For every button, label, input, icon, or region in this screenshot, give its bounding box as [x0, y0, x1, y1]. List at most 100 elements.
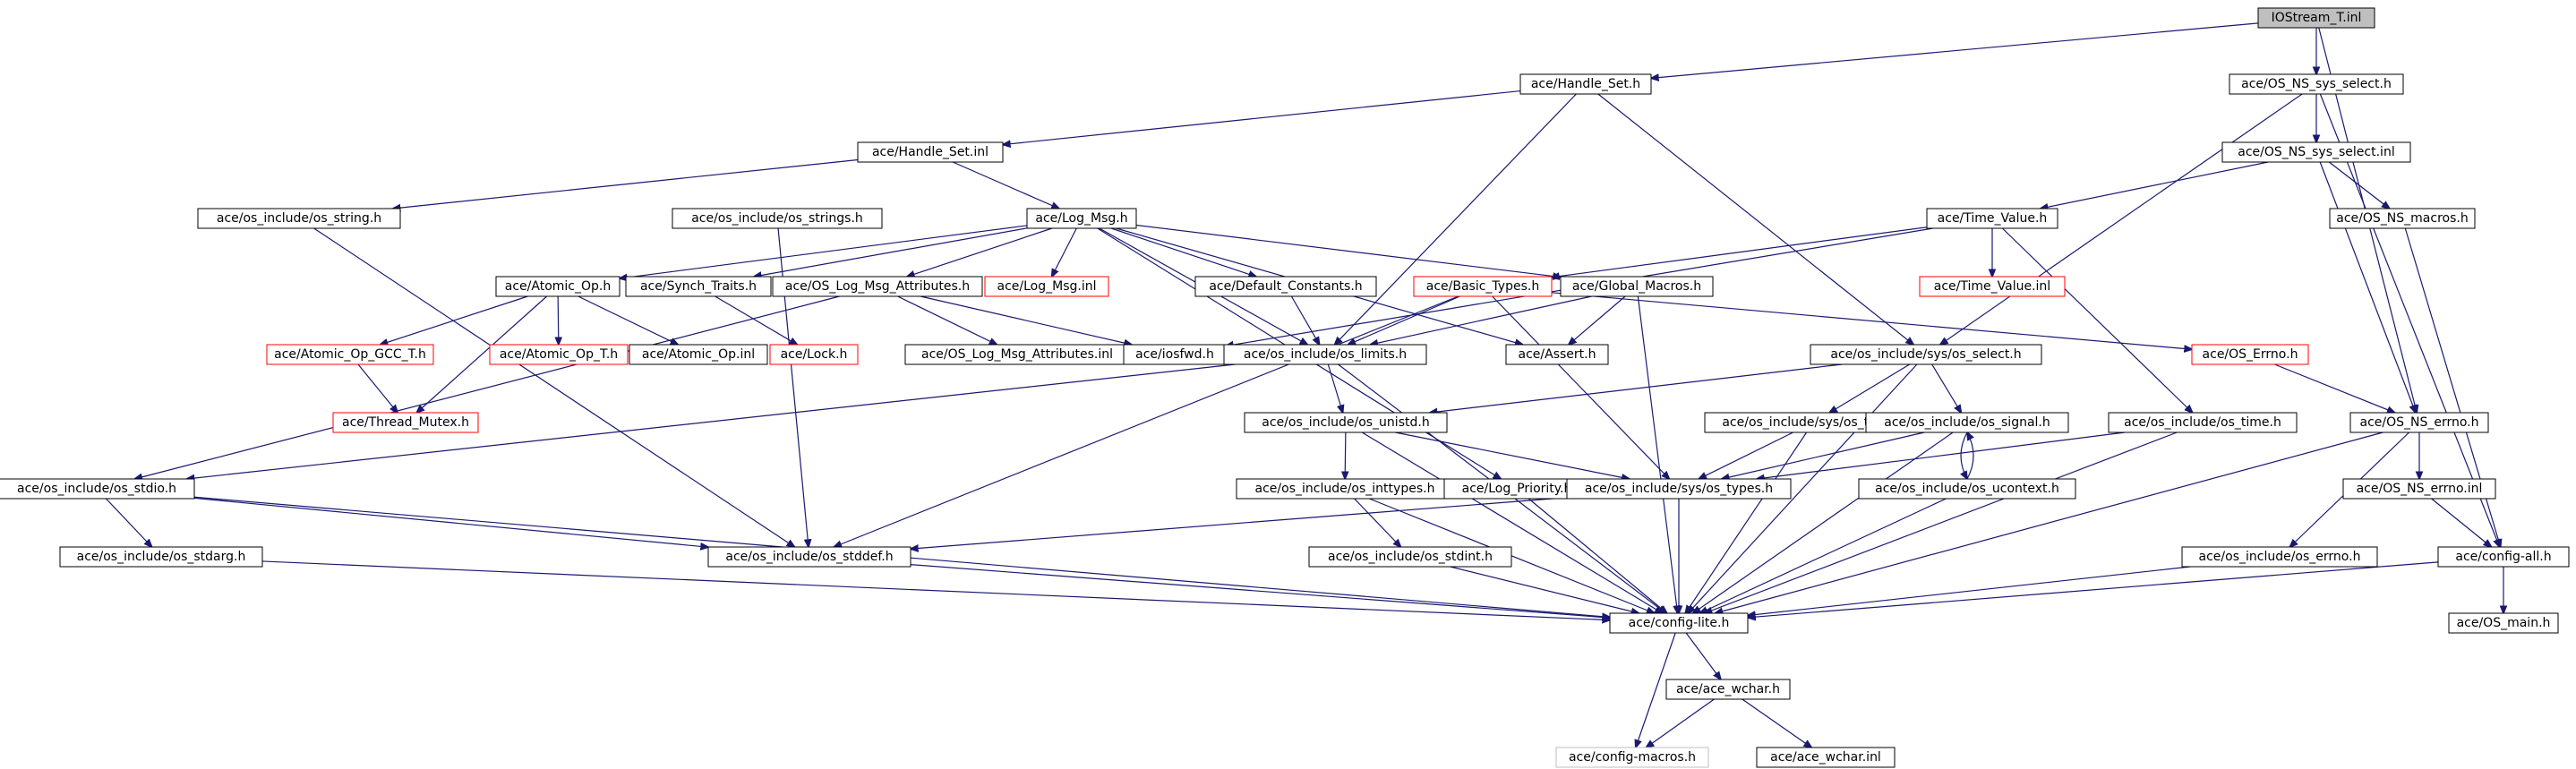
edge-time-value-h-to-basic-types-h — [1552, 226, 1928, 278]
node-os-stdio-h[interactable]: ace/os_include/os_stdio.h — [0, 478, 195, 500]
node-box — [1810, 344, 2042, 365]
node-synch-traits-h[interactable]: ace/Synch_Traits.h — [625, 276, 772, 297]
node-label: ace/os_include/os_stdio.h — [17, 482, 176, 496]
node-label: ace/os_include/os_signal.h — [1884, 415, 2050, 430]
edge-os-ns-sys-select-inl-to-time-value-h — [2041, 161, 2269, 209]
edge-os-time-h-to-os-sys-types-h — [1757, 431, 2126, 479]
node-os-limits-h[interactable]: ace/os_include/os_limits.h — [1223, 344, 1427, 365]
node-box — [2342, 478, 2496, 500]
edge-os-ns-sys-select-inl-to-os-ns-macros-h — [2328, 161, 2389, 209]
node-atomic-op-inl[interactable]: ace/Atomic_Op.inl — [629, 344, 768, 365]
node-label: ace/Time_Value.h — [1938, 211, 2048, 226]
node-assert-h[interactable]: ace/Assert.h — [1505, 344, 1609, 365]
edge-os-limits-h-to-os-stdio-h — [187, 363, 1236, 479]
edge-global-macros-h-to-os-limits-h — [1370, 295, 1592, 345]
node-box — [495, 276, 620, 297]
node-time-value-h[interactable]: ace/Time_Value.h — [1926, 208, 2058, 229]
node-os-stdarg-h[interactable]: ace/os_include/os_stdarg.h — [59, 546, 263, 568]
node-os-ns-macros-h[interactable]: ace/OS_NS_macros.h — [2329, 208, 2476, 229]
node-os-ns-sys-select-inl[interactable]: ace/OS_NS_sys_select.inl — [2221, 141, 2411, 163]
node-box — [2229, 73, 2404, 95]
edge-time-value-h-to-os-time-h — [2001, 227, 2192, 413]
node-label: ace/Global_Macros.h — [1572, 279, 1701, 294]
node-label: ace/Default_Constants.h — [1209, 279, 1362, 294]
node-ace-wchar-h[interactable]: ace/ace_wchar.h — [1665, 679, 1791, 700]
node-box — [1244, 412, 1448, 433]
node-log-priority-h[interactable]: ace/Log_Priority.h — [1443, 478, 1590, 500]
node-os-stddef-h[interactable]: ace/os_include/os_stddef.h — [707, 546, 911, 568]
node-label: ace/os_include/sys/os_types.h — [1585, 482, 1773, 496]
edge-log-msg-h-to-synch-traits-h — [754, 227, 1028, 277]
edge-atomic-op-h-to-atomic-op-t-h — [558, 295, 559, 345]
edge-layer — [105, 22, 2503, 748]
node-atomic-op-gcc-t-h: ace/Atomic_Op_GCC_T.h — [266, 344, 434, 365]
node-box — [625, 276, 772, 297]
node-label: ace/os_include/os_unistd.h — [1262, 415, 1429, 430]
node-log-msg-h[interactable]: ace/Log_Msg.h — [1026, 208, 1137, 229]
node-handle-set-h[interactable]: ace/Handle_Set.h — [1519, 73, 1652, 95]
edge-iostream-to-handle-set-h — [1651, 22, 2259, 78]
node-os-stdint-h[interactable]: ace/os_include/os_stdint.h — [1308, 546, 1512, 568]
node-os-strings-h[interactable]: ace/os_include/os_strings.h — [672, 208, 883, 229]
node-label: ace/config-macros.h — [1569, 750, 1696, 765]
node-box — [1308, 546, 1512, 568]
node-box — [1665, 679, 1791, 700]
node-box — [857, 141, 1004, 163]
node-box — [1858, 478, 2076, 500]
node-box — [1560, 276, 1714, 297]
node-os-main-h[interactable]: ace/OS_main.h — [2448, 612, 2559, 634]
edge-synch-traits-h-to-lock-h — [715, 295, 798, 345]
node-iosfwd-h[interactable]: ace/iosfwd.h — [1123, 344, 1227, 365]
node-os-errno-h[interactable]: ace/os_include/os_errno.h — [2181, 546, 2378, 568]
node-os-inttypes-h[interactable]: ace/os_include/os_inttypes.h — [1236, 478, 1454, 500]
edge-global-macros-h-to-config-lite-h — [1637, 295, 1677, 613]
node-os-ns-sys-select-h[interactable]: ace/OS_NS_sys_select.h — [2229, 73, 2404, 95]
edge-os-ns-errno-inl-to-config-all-h — [2431, 498, 2492, 547]
node-box — [769, 344, 859, 365]
node-handle-set-inl[interactable]: ace/Handle_Set.inl — [857, 141, 1004, 163]
node-label: ace/os_include/os_stddef.h — [725, 550, 893, 564]
node-config-all-h[interactable]: ace/config-all.h — [2437, 546, 2570, 568]
node-os-string-h[interactable]: ace/os_include/os_string.h — [197, 208, 401, 229]
edge-config-lite-h-to-config-macros-h — [1636, 632, 1676, 748]
node-box — [2448, 612, 2559, 634]
node-os-sys-types-h[interactable]: ace/os_include/sys/os_types.h — [1566, 478, 1792, 500]
node-atomic-op-h[interactable]: ace/Atomic_Op.h — [495, 276, 620, 297]
node-box — [1413, 276, 1553, 297]
node-global-macros-h[interactable]: ace/Global_Macros.h — [1560, 276, 1714, 297]
edge-atomic-op-gcc-t-h-to-thread-mutex-h — [357, 363, 398, 413]
node-box — [2257, 7, 2375, 29]
node-label: ace/iosfwd.h — [1135, 347, 1214, 362]
node-label: ace/OS_Log_Msg_Attributes.inl — [921, 347, 1113, 362]
node-ace-wchar-inl[interactable]: ace/ace_wchar.inl — [1756, 747, 1896, 768]
node-box — [1505, 344, 1609, 365]
node-box — [1865, 412, 2069, 433]
node-os-time-h[interactable]: ace/os_include/os_time.h — [2108, 412, 2298, 433]
node-os-ns-errno-inl[interactable]: ace/OS_NS_errno.inl — [2342, 478, 2496, 500]
edge-atomic-op-h-to-atomic-op-inl — [578, 295, 679, 345]
node-os-signal-h[interactable]: ace/os_include/os_signal.h — [1865, 412, 2069, 433]
node-config-lite-h[interactable]: ace/config-lite.h — [1609, 612, 1749, 634]
node-os-log-msg-attr-inl[interactable]: ace/OS_Log_Msg_Attributes.inl — [904, 344, 1130, 365]
node-os-sys-select-h[interactable]: ace/os_include/sys/os_select.h — [1810, 344, 2042, 365]
node-os-ucontext-h[interactable]: ace/os_include/os_ucontext.h — [1858, 478, 2076, 500]
node-box — [2329, 208, 2476, 229]
node-box — [672, 208, 883, 229]
edge-handle-set-inl-to-os-string-h — [393, 158, 859, 209]
node-box — [1566, 478, 1792, 500]
node-box — [2191, 344, 2309, 365]
edge-handle-set-h-to-os-sys-select-h — [1597, 93, 1913, 345]
node-os-ns-errno-h[interactable]: ace/OS_NS_errno.h — [2349, 412, 2489, 433]
edge-os-ns-sys-select-inl-to-os-ns-errno-h — [2319, 161, 2416, 413]
edge-os-stdio-h-to-os-stdarg-h — [105, 498, 151, 547]
node-label: ace/os_include/os_ucontext.h — [1875, 482, 2059, 496]
edge-config-all-h-to-config-lite-h — [1748, 561, 2439, 618]
node-label: ace/os_include/sys/os_select.h — [1830, 347, 2021, 362]
edge-basic-types-h-to-os-errno-ace-h — [1551, 292, 2192, 349]
node-box — [2221, 141, 2411, 163]
node-box — [2181, 546, 2378, 568]
node-os-log-msg-attr-h[interactable]: ace/OS_Log_Msg_Attributes.h — [772, 276, 983, 297]
node-default-constants-h[interactable]: ace/Default_Constants.h — [1194, 276, 1377, 297]
node-box — [1519, 73, 1652, 95]
node-os-unistd-h[interactable]: ace/os_include/os_unistd.h — [1244, 412, 1448, 433]
